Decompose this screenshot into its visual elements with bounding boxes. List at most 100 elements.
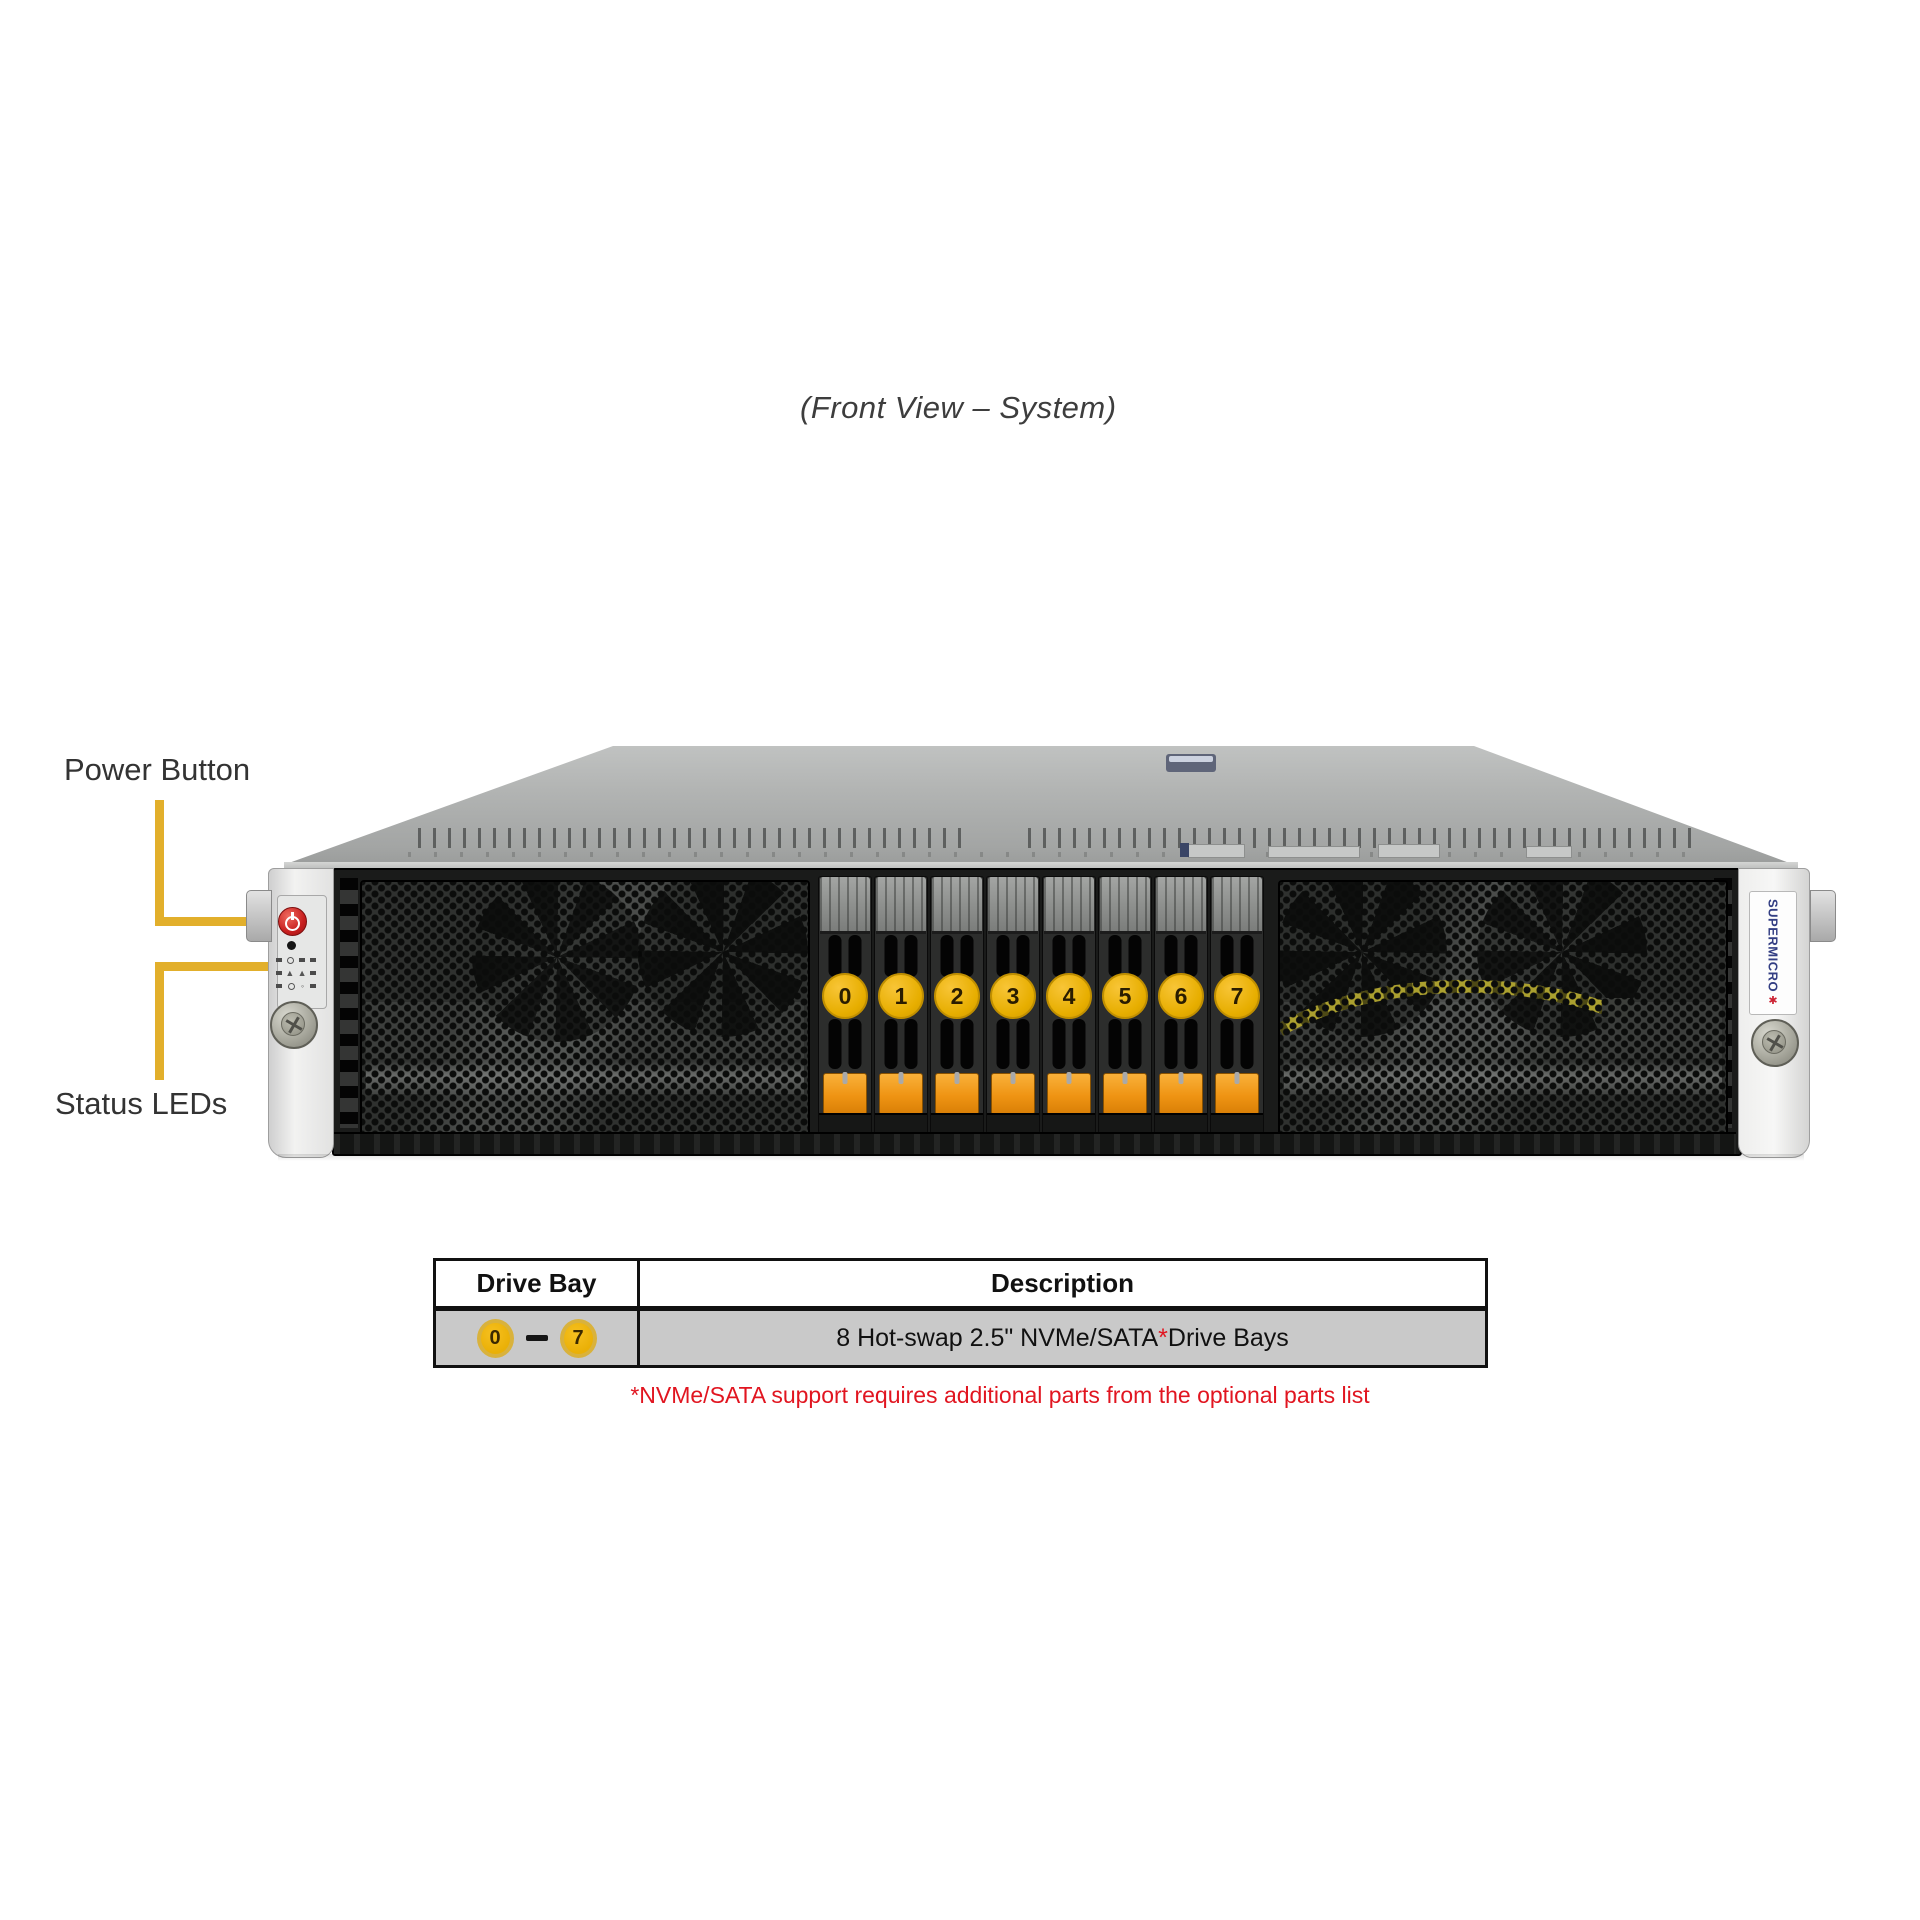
drive-tray-latch — [823, 1073, 867, 1115]
panel-bottom-strip — [334, 1132, 1736, 1154]
panel-vent-column-left — [340, 878, 358, 1128]
top-cover-latch — [1166, 754, 1216, 772]
drive-tray-vents — [829, 935, 862, 977]
drive-tray-handle — [988, 877, 1038, 934]
drive-bay-4: 4 — [1042, 876, 1096, 1134]
led-icon: ◦ — [300, 981, 305, 991]
hex-mesh-overlay — [362, 882, 808, 1134]
led-icon — [309, 971, 316, 975]
led-icon — [310, 958, 316, 962]
drive-tray-latch — [1103, 1073, 1147, 1115]
drive-tray-latch — [879, 1073, 923, 1115]
drive-tray-vents — [1109, 1019, 1142, 1069]
drive-tray-latch — [1159, 1073, 1203, 1115]
status-led-row: ◦ — [276, 981, 316, 991]
power-button-label: Power Button — [64, 752, 251, 787]
status-leds-connector-line-vertical — [155, 962, 164, 1080]
table-header-row: Drive Bay Description — [436, 1261, 1485, 1306]
drive-bay-6: 6 — [1154, 876, 1208, 1134]
supermicro-logo-mark: ✱ — [1768, 995, 1778, 1008]
drive-tray-handle — [820, 877, 870, 934]
description-asterisk: * — [1158, 1323, 1168, 1352]
drive-tray-handle — [1100, 877, 1150, 934]
server-front-panel: 0 1 2 3 4 — [332, 868, 1742, 1156]
drive-bay-1: 1 — [874, 876, 928, 1134]
status-leds-connector-line-horizontal — [155, 962, 275, 971]
uid-button-icon — [287, 941, 296, 950]
bay-range-start-badge: 0 — [476, 1318, 514, 1358]
drive-tray-handle — [1044, 877, 1094, 934]
drive-tray-handle — [1156, 877, 1206, 934]
led-icon — [276, 984, 282, 988]
footnote-text: *NVMe/SATA support requires additional p… — [630, 1382, 1370, 1408]
range-dash-icon — [525, 1335, 548, 1341]
drive-tray-vents — [941, 1019, 974, 1069]
thumbscrew-icon — [1751, 1019, 1799, 1067]
figure-title: (Front View – System) — [800, 390, 1117, 425]
table-data-row: 0 7 8 Hot-swap 2.5" NVMe/SATA* Drive Bay… — [436, 1306, 1485, 1365]
top-vent-slots-right — [1028, 828, 1693, 848]
led-icon — [276, 958, 282, 962]
drive-tray-vents — [885, 935, 918, 977]
status-leds-label: Status LEDs — [55, 1086, 228, 1121]
status-led-row: ▲ ▲ — [276, 968, 316, 978]
table-cell-bay-range: 0 7 — [436, 1311, 640, 1365]
warning-led-icon: ▲ — [285, 968, 295, 978]
drive-bay-number-badge: 6 — [1158, 973, 1204, 1019]
rack-tab-left — [246, 890, 272, 942]
drive-bay-3: 3 — [986, 876, 1040, 1134]
led-icon — [309, 984, 316, 988]
drive-bay-table: Drive Bay Description 0 7 8 Hot-swap 2.5… — [433, 1258, 1488, 1368]
drive-tray-vents — [997, 935, 1030, 977]
front-lip-sticker — [1378, 844, 1440, 858]
drive-bay-number-badge: 2 — [934, 973, 980, 1019]
drive-tray-latch — [1047, 1073, 1091, 1115]
description-text: 8 Hot-swap 2.5" NVMe/SATA — [836, 1323, 1159, 1352]
drive-bay-number-badge: 5 — [1102, 973, 1148, 1019]
drive-bay-number-badge: 4 — [1046, 973, 1092, 1019]
drive-bay-number-badge: 0 — [822, 973, 868, 1019]
front-grille-right — [1278, 880, 1728, 1136]
led-icon — [299, 958, 305, 962]
drive-tray-vents — [1221, 1019, 1254, 1069]
drive-tray-handle — [1212, 877, 1262, 934]
drive-bay-7: 7 — [1210, 876, 1264, 1134]
drive-tray-latch — [935, 1073, 979, 1115]
front-lip-sticker — [1526, 846, 1572, 858]
drive-bay-number-badge: 1 — [878, 973, 924, 1019]
drive-bay-number-badge: 7 — [1214, 973, 1260, 1019]
brand-label-plate: SUPERMICRO ✱ — [1749, 891, 1797, 1015]
led-icon — [287, 956, 294, 964]
table-header-description: Description — [990, 1268, 1135, 1298]
drive-tray-vents — [1053, 935, 1086, 977]
drive-tray-latch — [991, 1073, 1035, 1115]
server-top-cover — [286, 746, 1792, 864]
drive-tray-vents — [941, 935, 974, 977]
server-front-view: 0 1 2 3 4 — [246, 740, 1836, 1164]
right-mounting-ear: SUPERMICRO ✱ — [1738, 868, 1810, 1158]
drive-tray-vents — [885, 1019, 918, 1069]
drive-tray-vents — [1053, 1019, 1086, 1069]
drive-tray-vents — [1165, 935, 1198, 977]
table-cell-description: 8 Hot-swap 2.5" NVMe/SATA* Drive Bays — [640, 1311, 1485, 1365]
chassis-shadow — [278, 1154, 1804, 1161]
status-led-row — [276, 955, 316, 965]
power-button-connector-line-horizontal — [155, 917, 275, 926]
table-header-drive-bay: Drive Bay — [436, 1261, 640, 1306]
thumbscrew-icon — [270, 1001, 318, 1049]
led-icon — [287, 982, 295, 990]
drive-tray-vents — [829, 1019, 862, 1069]
drive-bay-2: 2 — [930, 876, 984, 1134]
drive-bay-0: 0 — [818, 876, 872, 1134]
power-button-icon — [278, 907, 307, 936]
top-vent-screw-row — [408, 852, 1698, 857]
top-vent-slots-left — [418, 828, 973, 848]
bay-range-end-badge: 7 — [559, 1318, 597, 1358]
drive-tray-latch — [1215, 1073, 1259, 1115]
front-lip-clip — [1180, 843, 1189, 857]
hex-mesh-overlay — [1280, 882, 1726, 1134]
drive-bay-number-badge: 3 — [990, 973, 1036, 1019]
drive-tray-vents — [997, 1019, 1030, 1069]
description-text: Drive Bays — [1167, 1323, 1289, 1352]
drive-tray-handle — [876, 877, 926, 934]
